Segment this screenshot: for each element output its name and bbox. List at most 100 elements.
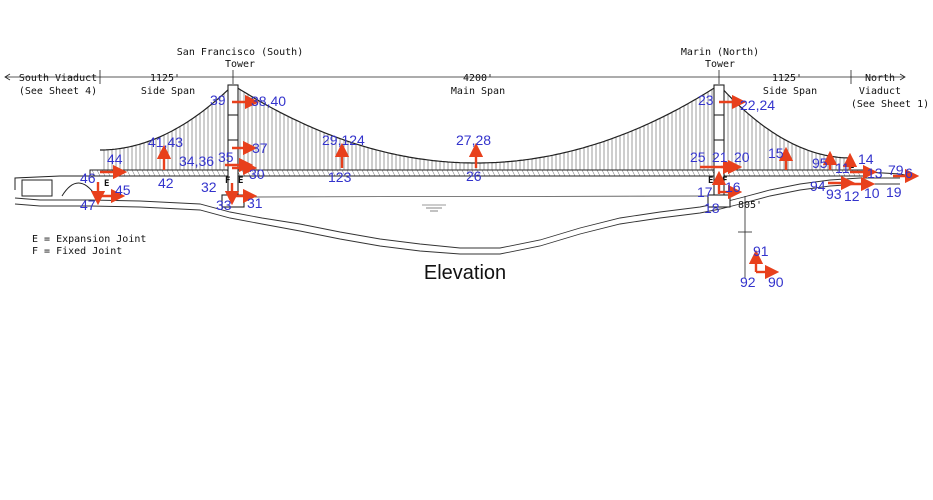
deck-truss bbox=[546, 169, 551, 177]
deck-truss bbox=[266, 169, 271, 177]
deck-truss bbox=[441, 169, 446, 177]
deck-truss bbox=[131, 169, 136, 177]
deck-truss bbox=[646, 169, 651, 177]
deck-truss bbox=[606, 169, 611, 177]
sensor-label-21: 14 bbox=[858, 151, 874, 167]
sensor-label-30: 31 bbox=[247, 195, 263, 211]
deck-truss bbox=[136, 169, 141, 177]
deck-truss bbox=[501, 169, 506, 177]
deck-truss bbox=[451, 169, 456, 177]
north-pier-depth bbox=[738, 196, 752, 278]
deck-truss bbox=[386, 169, 391, 177]
deck-truss bbox=[661, 169, 666, 177]
deck-truss bbox=[221, 169, 226, 177]
deck-truss bbox=[656, 169, 661, 177]
deck-truss bbox=[676, 169, 681, 177]
svg-text:1125': 1125' bbox=[150, 73, 180, 84]
sensor-label-23: 79 bbox=[888, 162, 904, 178]
deck-truss bbox=[171, 169, 176, 177]
sensor-label-38: 19 bbox=[886, 184, 902, 200]
deck-truss bbox=[836, 169, 841, 177]
deck-truss bbox=[786, 169, 791, 177]
sensor-label-7: 27,28 bbox=[456, 132, 491, 148]
deck-truss bbox=[576, 169, 581, 177]
sensor-label-2: 23 bbox=[698, 92, 714, 108]
svg-text:Tower: Tower bbox=[705, 59, 735, 70]
deck-truss bbox=[256, 169, 261, 177]
sensor-label-9: 34,36 bbox=[179, 153, 214, 169]
deck-truss bbox=[706, 169, 711, 177]
deck-truss bbox=[346, 169, 351, 177]
deck-truss bbox=[376, 169, 381, 177]
deck-truss bbox=[401, 169, 406, 177]
depth-label: 805' bbox=[738, 200, 762, 211]
svg-text:Tower: Tower bbox=[225, 59, 255, 70]
terrain bbox=[14, 177, 900, 255]
sensor-label-15: 25 bbox=[690, 149, 706, 165]
deck-truss bbox=[456, 169, 461, 177]
deck-truss bbox=[426, 169, 431, 177]
deck-truss bbox=[306, 169, 311, 177]
deck-truss bbox=[621, 169, 626, 177]
sensor-label-40: 92 bbox=[740, 274, 756, 290]
legend-expansion: E = Expansion Joint bbox=[32, 234, 146, 245]
deck-truss bbox=[596, 169, 601, 177]
sensor-label-20: 11 bbox=[835, 160, 850, 176]
sensor-label-3: 22,24 bbox=[740, 97, 775, 113]
deck-truss bbox=[766, 169, 771, 177]
deck-truss bbox=[301, 169, 306, 177]
tower-label-south: San Francisco (South) Tower bbox=[177, 47, 303, 70]
sensor-label-25: 46 bbox=[80, 170, 96, 186]
deck-truss bbox=[461, 169, 466, 177]
sensor-label-27: 47 bbox=[80, 197, 96, 213]
svg-text:Side Span: Side Span bbox=[141, 86, 195, 97]
sensor-label-14: 26 bbox=[466, 168, 482, 184]
sensor-label-41: 90 bbox=[768, 274, 784, 290]
diagram-title: Elevation bbox=[424, 262, 506, 284]
deck-truss bbox=[311, 169, 316, 177]
deck-truss bbox=[671, 169, 676, 177]
deck-truss bbox=[586, 169, 591, 177]
deck-truss bbox=[796, 169, 801, 177]
svg-text:San Francisco (South): San Francisco (South) bbox=[177, 47, 303, 58]
deck-truss bbox=[206, 169, 211, 177]
sensor-label-1: 38,40 bbox=[251, 93, 286, 109]
deck-truss bbox=[181, 169, 186, 177]
legend: E = Expansion Joint F = Fixed Joint bbox=[32, 234, 146, 257]
deck-truss bbox=[396, 169, 401, 177]
deck-truss bbox=[126, 169, 131, 177]
sensor-label-11: 30 bbox=[249, 166, 265, 182]
sensor-label-17: 20 bbox=[734, 149, 750, 165]
deck-truss bbox=[371, 169, 376, 177]
deck-truss bbox=[331, 169, 336, 177]
svg-text:4200': 4200' bbox=[463, 73, 493, 84]
viaduct-label-north: North Viaduct (See Sheet 1) bbox=[851, 73, 929, 110]
dimension-line bbox=[4, 70, 906, 84]
deck-truss bbox=[446, 169, 451, 177]
deck-truss bbox=[536, 169, 541, 177]
deck-truss bbox=[651, 169, 656, 177]
svg-text:Main Span: Main Span bbox=[451, 86, 505, 97]
deck-truss bbox=[156, 169, 161, 177]
deck-truss bbox=[776, 169, 781, 177]
deck-truss bbox=[531, 169, 536, 177]
deck-truss bbox=[831, 169, 836, 177]
sensor-label-5: 37 bbox=[252, 140, 268, 156]
sensor-label-39: 91 bbox=[753, 243, 769, 259]
deck-truss bbox=[816, 169, 821, 177]
deck-truss bbox=[476, 169, 481, 177]
sensor-label-0: 39 bbox=[210, 92, 226, 108]
deck-truss bbox=[176, 169, 181, 177]
deck-truss bbox=[91, 169, 96, 177]
deck-truss bbox=[261, 169, 266, 177]
deck-truss bbox=[581, 169, 586, 177]
deck-truss bbox=[516, 169, 521, 177]
svg-text:Marin (North): Marin (North) bbox=[681, 47, 759, 58]
joint-e-south-approach: E bbox=[104, 179, 109, 189]
deck-truss bbox=[211, 169, 216, 177]
legend-fixed: F = Fixed Joint bbox=[32, 246, 122, 257]
deck-truss bbox=[741, 169, 746, 177]
sensor-label-33: 18 bbox=[704, 200, 720, 216]
svg-text:(See Sheet 4): (See Sheet 4) bbox=[19, 86, 97, 97]
